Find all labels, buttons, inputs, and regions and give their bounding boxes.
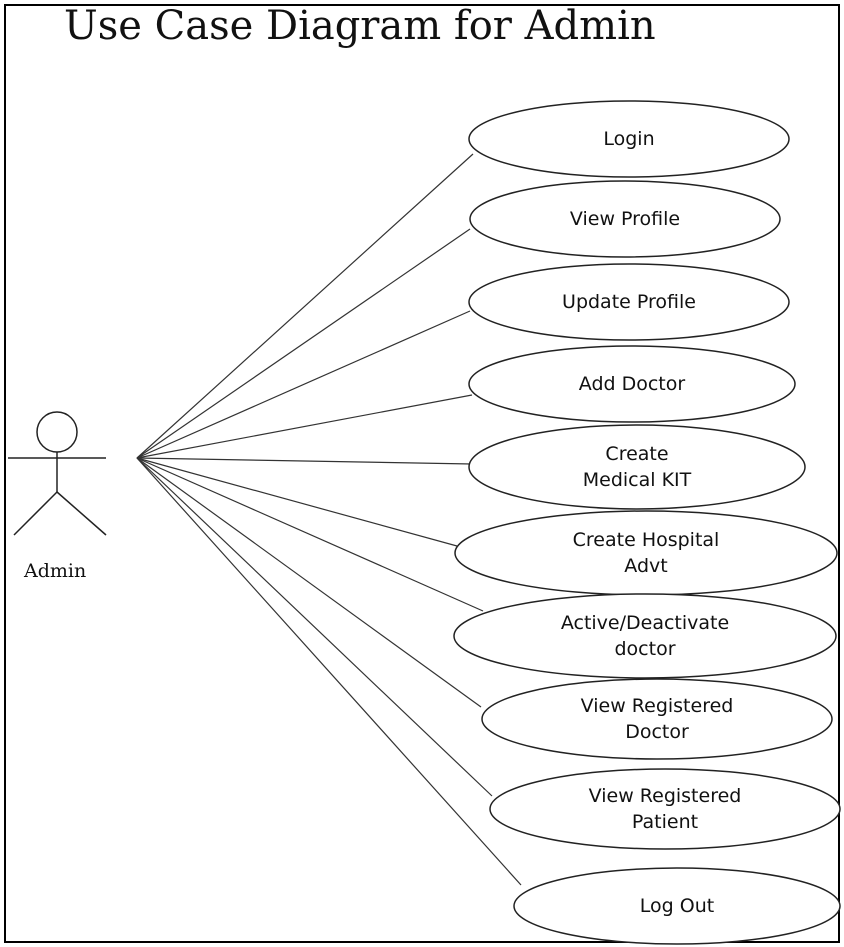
use-case-view-profile: View Profile: [469, 180, 781, 258]
use-case-label: View Registered: [589, 785, 742, 807]
association-log-out: [136, 457, 522, 886]
use-case-label: Log Out: [640, 895, 714, 917]
actor-left-leg: [13, 491, 58, 536]
association-create-medical-kit: [136, 457, 473, 465]
use-case-label: Medical KIT: [583, 469, 692, 491]
associations: [136, 153, 522, 886]
association-active-deactivate-doctor: [136, 457, 484, 612]
use-case-label: Patient: [632, 811, 698, 833]
association-update-profile: [136, 310, 471, 459]
use-case-active-deactivate-doctor: Active/Deactivate doctor: [453, 593, 837, 679]
use-case-ellipse: [469, 180, 781, 258]
use-case-update-profile: Update Profile: [468, 263, 790, 341]
use-case-ellipse: [489, 768, 841, 850]
association-create-hospital-advt: [136, 457, 458, 547]
use-case-ellipse: [468, 263, 790, 341]
use-case-ellipse: [453, 593, 837, 679]
actor-admin: [8, 411, 107, 536]
use-case-ellipse: [481, 678, 833, 760]
use-case-label: Doctor: [625, 721, 689, 743]
use-case-label: Active/Deactivate: [561, 612, 729, 634]
association-view-profile: [136, 228, 471, 459]
actor-label: Admin: [23, 560, 86, 582]
use-case-login: Login: [468, 100, 790, 178]
actor-head: [36, 411, 78, 453]
association-view-registered-patient: [136, 457, 493, 797]
use-case-label: Login: [603, 128, 654, 150]
actor-right-leg: [56, 491, 107, 536]
use-case-add-doctor: Add Doctor: [468, 345, 796, 423]
association-view-registered-doctor: [136, 457, 482, 708]
use-case-log-out: Log Out: [513, 867, 841, 945]
use-case-label: View Registered: [581, 695, 734, 717]
use-case-ellipse: [468, 100, 790, 178]
use-case-label: Add Doctor: [579, 373, 686, 395]
use-case-label: Create Hospital: [573, 529, 720, 551]
use-case-label: View Profile: [570, 208, 680, 230]
use-case-label: Create: [605, 443, 668, 465]
use-case-ellipse: [468, 345, 796, 423]
diagram-title: Use Case Diagram for Admin: [64, 3, 656, 49]
association-login: [136, 153, 474, 459]
use-case-ellipse: [513, 867, 841, 945]
use-case-label: Update Profile: [562, 291, 696, 313]
use-case-label: doctor: [614, 638, 675, 660]
association-add-doctor: [136, 394, 473, 459]
use-case-label: Advt: [624, 555, 667, 577]
use-case-ellipse: [454, 510, 838, 596]
use-case-ellipse: [468, 424, 806, 510]
